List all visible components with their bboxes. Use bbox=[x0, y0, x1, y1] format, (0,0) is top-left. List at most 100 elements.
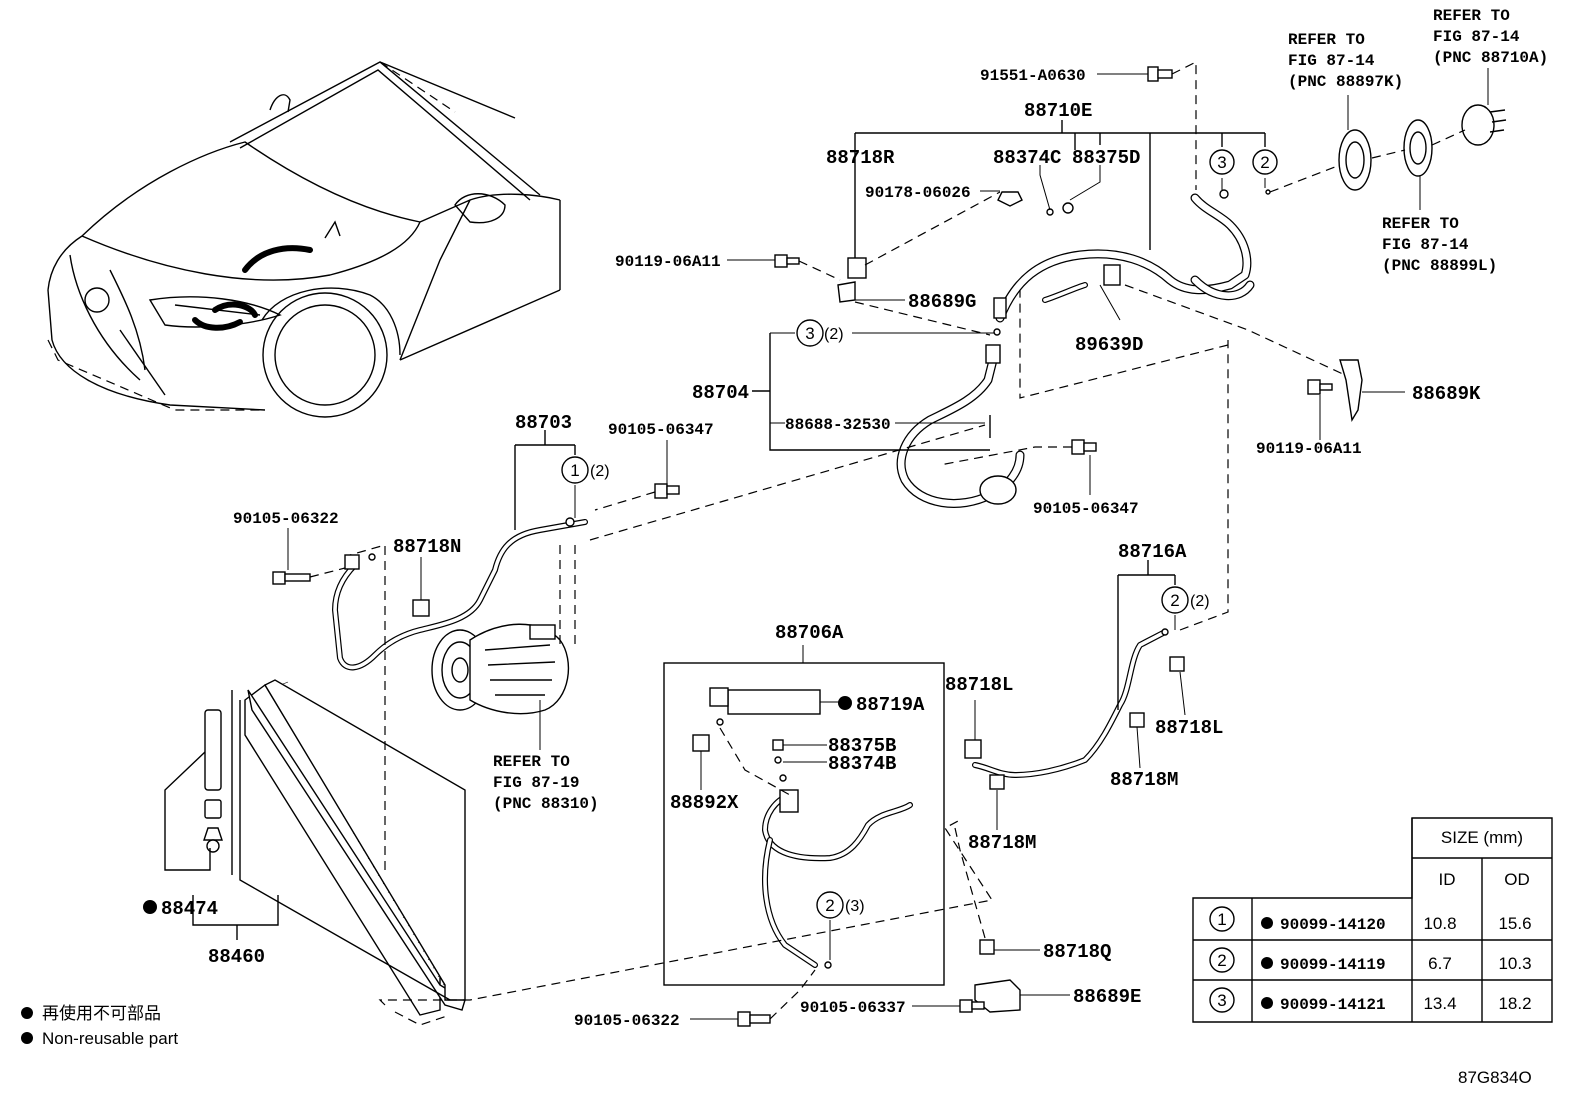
label-89639D: 89639D bbox=[1075, 334, 1143, 356]
liquid-pipe bbox=[972, 629, 1168, 778]
refer-88897K-line3: (PNC 88897K) bbox=[1288, 73, 1403, 91]
label-88460: 88460 bbox=[208, 946, 265, 968]
label-90105-06337: 90105-06337 bbox=[800, 999, 906, 1017]
refer-88310-line3: (PNC 88310) bbox=[493, 795, 599, 813]
leader-lines bbox=[164, 61, 1489, 1026]
table-key-circle-3 bbox=[1209, 987, 1235, 1013]
table-dot-2 bbox=[1261, 957, 1273, 969]
key-1-text: 1 bbox=[570, 461, 579, 480]
label-88374B: 88374B bbox=[828, 753, 896, 775]
discharge-hose bbox=[896, 344, 1025, 508]
vehicle-illustration bbox=[47, 61, 561, 418]
refer-88710A-line3: (PNC 88710A) bbox=[1433, 49, 1548, 67]
label-91551-A0630: 91551-A0630 bbox=[980, 67, 1086, 85]
qty-3: (2) bbox=[824, 326, 844, 343]
table-od-2: 10.3 bbox=[1498, 954, 1531, 973]
label-88375B: 88375B bbox=[828, 735, 896, 757]
label-88689E: 88689E bbox=[1073, 986, 1141, 1008]
table-dot-1 bbox=[1261, 917, 1273, 929]
refer-88897K-line1: REFER TO bbox=[1288, 31, 1365, 49]
non-reusable-dot-88474 bbox=[143, 900, 157, 914]
key-circle-2b bbox=[816, 891, 844, 919]
discharge-pipe bbox=[332, 519, 588, 671]
table-key-circle-1 bbox=[1209, 906, 1235, 932]
label-88719A: 88719A bbox=[856, 694, 925, 716]
legend-jp: 再使用不可部品 bbox=[42, 1003, 161, 1023]
key-circle-2a bbox=[1161, 586, 1189, 614]
key-circle-2-top bbox=[1252, 149, 1278, 175]
refer-88899L-line2: FIG 87-14 bbox=[1382, 236, 1469, 254]
part-labels: 91551-A0630 88710E 88718R 88374C 88375D … bbox=[143, 67, 1481, 1030]
label-88718M-right: 88718M bbox=[1110, 769, 1178, 791]
table-part-1: 90099-14120 bbox=[1280, 916, 1386, 934]
qty-1: (2) bbox=[590, 463, 610, 480]
table-key-2: 2 bbox=[1217, 951, 1226, 970]
label-88706A: 88706A bbox=[775, 622, 844, 644]
compressor bbox=[431, 623, 570, 715]
receiver-tank bbox=[709, 687, 821, 726]
refer-88710A-line2: FIG 87-14 bbox=[1433, 28, 1520, 46]
qty-2b: (3) bbox=[845, 898, 865, 915]
label-88718L-left: 88718L bbox=[945, 674, 1013, 696]
size-table-header: SIZE (mm) bbox=[1441, 828, 1523, 847]
refer-88899L-line3: (PNC 88899L) bbox=[1382, 257, 1497, 275]
table-dot-3 bbox=[1261, 997, 1273, 1009]
key-circle-3-top bbox=[1209, 149, 1235, 175]
table-od-1: 15.6 bbox=[1498, 914, 1531, 933]
legend: 再使用不可部品 Non-reusable part bbox=[21, 1003, 178, 1048]
table-part-3: 90099-14121 bbox=[1280, 996, 1386, 1014]
label-88710E: 88710E bbox=[1024, 100, 1092, 122]
label-88716A: 88716A bbox=[1118, 541, 1187, 563]
size-table-col-od: OD bbox=[1504, 870, 1530, 889]
refer-88897K-line2: FIG 87-14 bbox=[1288, 52, 1375, 70]
key-2-top-text: 2 bbox=[1260, 153, 1269, 172]
label-88704: 88704 bbox=[692, 382, 749, 404]
key-circle-1 bbox=[561, 456, 589, 484]
table-key-1: 1 bbox=[1217, 910, 1226, 929]
legend-dot-jp bbox=[21, 1007, 33, 1019]
label-88718N: 88718N bbox=[393, 536, 461, 558]
legend-dot-en bbox=[21, 1032, 33, 1044]
cooler-pipe bbox=[762, 789, 913, 968]
label-88718M-left: 88718M bbox=[968, 832, 1036, 854]
table-od-3: 18.2 bbox=[1498, 994, 1531, 1013]
label-88718Q: 88718Q bbox=[1043, 941, 1111, 963]
table-key-circle-2 bbox=[1209, 947, 1235, 973]
key-circle-3 bbox=[796, 319, 824, 347]
key-2b-text: 2 bbox=[825, 896, 834, 915]
circled-keys: 3 2 3 (2) 1 (2) 2 (2) 2 (3) bbox=[561, 149, 1278, 919]
condenser bbox=[203, 679, 466, 1016]
refer-88310-line1: REFER TO bbox=[493, 753, 570, 771]
label-88892X: 88892X bbox=[670, 792, 739, 814]
label-88689K: 88689K bbox=[1412, 383, 1481, 405]
size-table-col-id: ID bbox=[1439, 870, 1456, 889]
table-id-3: 13.4 bbox=[1423, 994, 1456, 1013]
table-key-3: 3 bbox=[1217, 991, 1226, 1010]
label-88718L-right: 88718L bbox=[1155, 717, 1223, 739]
suction-hose-assembly bbox=[993, 193, 1255, 323]
label-88703: 88703 bbox=[515, 412, 572, 434]
label-90105-06322-top: 90105-06322 bbox=[233, 510, 339, 528]
refer-88710A-line1: REFER TO bbox=[1433, 7, 1510, 25]
non-reusable-dot-88719A bbox=[838, 696, 852, 710]
table-part-2: 90099-14119 bbox=[1280, 956, 1386, 974]
key-2a-text: 2 bbox=[1170, 591, 1179, 610]
label-88474: 88474 bbox=[161, 898, 218, 920]
key-3-text: 3 bbox=[805, 324, 814, 343]
key-3-top-text: 3 bbox=[1217, 153, 1226, 172]
small-parts bbox=[272, 66, 1507, 1027]
table-id-2: 6.7 bbox=[1428, 954, 1452, 973]
label-88688-32530: 88688-32530 bbox=[785, 416, 891, 434]
refer-88899L-line1: REFER TO bbox=[1382, 215, 1459, 233]
label-88718R: 88718R bbox=[826, 147, 895, 169]
label-90105-06347-right: 90105-06347 bbox=[1033, 500, 1139, 518]
label-88689G: 88689G bbox=[908, 291, 976, 313]
label-90105-06347-left: 90105-06347 bbox=[608, 421, 714, 439]
label-88374C: 88374C bbox=[993, 147, 1061, 169]
legend-en: Non-reusable part bbox=[42, 1029, 178, 1048]
drawing-number: 87G834O bbox=[1458, 1068, 1532, 1087]
label-88375D: 88375D bbox=[1072, 147, 1140, 169]
label-90178-06026: 90178-06026 bbox=[865, 184, 971, 202]
